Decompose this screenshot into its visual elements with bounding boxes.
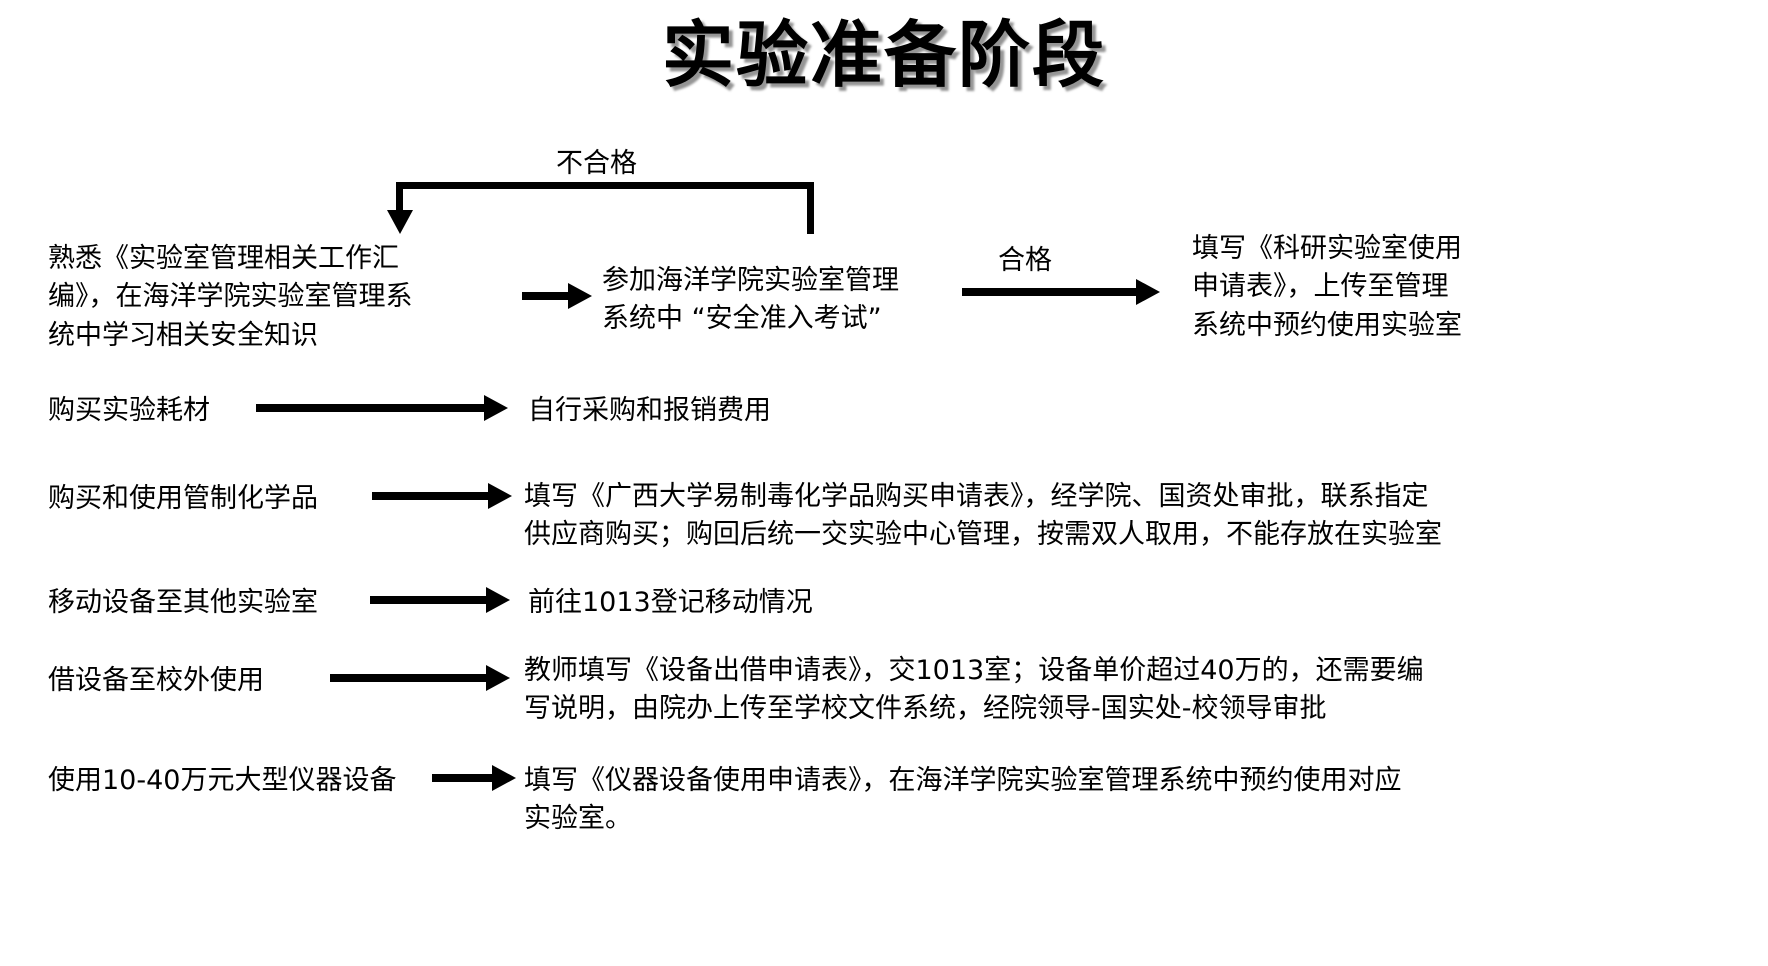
arrow-shaft	[256, 404, 486, 412]
arrow-shaft	[372, 492, 490, 500]
arrow-head-icon	[1136, 279, 1160, 305]
page-title: 实验准备阶段	[661, 13, 1106, 97]
node-row1-middle: 参加海洋学院实验室管理 系统中 “安全准入考试”	[602, 265, 899, 335]
arrow-shaft	[962, 288, 1138, 296]
arrow-head-icon	[568, 283, 592, 309]
arrow-head-icon	[488, 483, 512, 509]
feedback-arrowhead-icon	[387, 210, 413, 234]
node-row2-left: 购买实验耗材	[48, 395, 210, 426]
edge-label-fail: 不合格	[556, 148, 637, 179]
arrow-head-icon	[484, 395, 508, 421]
arrow-head-icon	[486, 665, 510, 691]
feedback-connector-left-segment	[396, 182, 403, 214]
node-row4-left: 移动设备至其他实验室	[48, 587, 318, 618]
node-row2-right: 自行采购和报销费用	[528, 395, 771, 426]
edge-label-pass: 合格	[998, 245, 1052, 276]
arrow-shaft	[370, 596, 488, 604]
arrow-shaft	[330, 674, 488, 682]
arrow-head-icon	[486, 587, 510, 613]
node-row5-right: 教师填写《设备出借申请表》，交1013室；设备单价超过40万的，还需要编 写说明…	[524, 655, 1424, 725]
arrow-shaft	[432, 774, 494, 782]
node-row5-left: 借设备至校外使用	[48, 665, 264, 696]
feedback-connector-top-segment	[396, 182, 814, 189]
node-row6-right: 填写《仪器设备使用申请表》，在海洋学院实验室管理系统中预约使用对应 实验室。	[524, 765, 1402, 835]
feedback-connector	[387, 182, 814, 234]
feedback-connector-right-segment	[807, 182, 814, 234]
arrow-shaft	[522, 292, 570, 300]
arrow-head-icon	[492, 765, 516, 791]
node-row1-left: 熟悉《实验室管理相关工作汇 编》，在海洋学院实验室管理系 统中学习相关安全知识	[48, 243, 413, 351]
node-row3-left: 购买和使用管制化学品	[48, 483, 318, 514]
node-row6-left: 使用10-40万元大型仪器设备	[48, 765, 397, 796]
node-row1-right: 填写《科研实验室使用 申请表》，上传至管理 系统中预约使用实验室	[1192, 233, 1462, 341]
node-row3-right: 填写《广西大学易制毒化学品购买申请表》，经学院、国资处审批，联系指定 供应商购买…	[524, 481, 1442, 551]
node-row4-right: 前往1013登记移动情况	[528, 587, 813, 618]
